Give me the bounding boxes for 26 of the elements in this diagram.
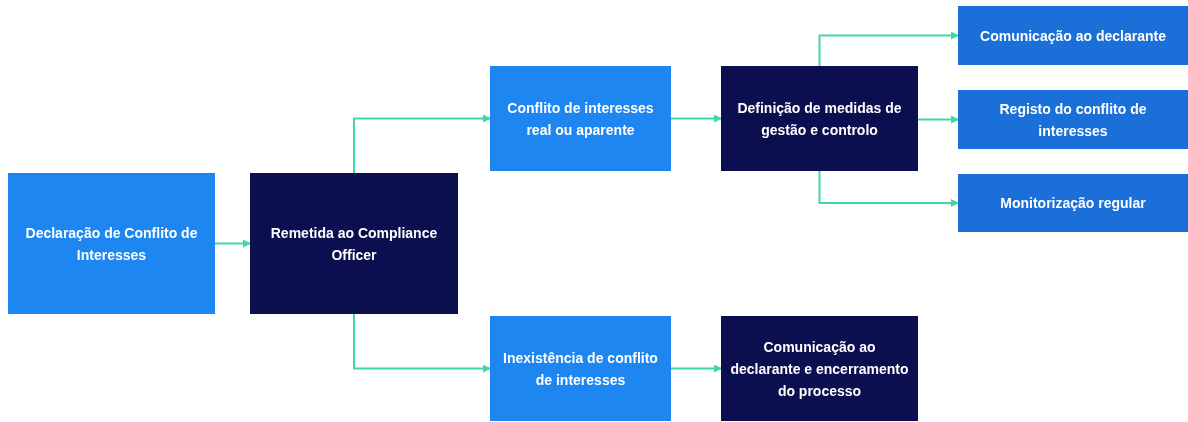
arrow — [670, 364, 722, 373]
process-box — [721, 66, 918, 171]
box-label: Declaração de Conflito de Interesses — [24, 223, 199, 265]
process-box — [958, 90, 1188, 149]
box-label: Remetida ao Compliance Officer — [269, 223, 439, 265]
arrow — [818, 170, 959, 207]
process-box — [721, 316, 918, 421]
box-label: Registo do conflito de interesses — [998, 99, 1148, 141]
process-box — [8, 173, 215, 314]
box-label: Monitorização regular — [1000, 194, 1146, 213]
box-label: Comunicação ao declarante — [980, 26, 1166, 46]
process-box — [250, 173, 458, 314]
process-box — [490, 316, 671, 421]
box-label: Definição de medidas de gestão e controlo — [736, 98, 903, 140]
box-label: Comunicação ao declarante e encerramento do processo — [729, 337, 910, 401]
arrow — [353, 313, 491, 373]
box-label: Inexistência de conflito de interesses — [502, 348, 659, 390]
arrow — [917, 115, 959, 124]
process-box — [490, 66, 671, 171]
process-box — [958, 6, 1188, 65]
arrow — [353, 114, 491, 174]
process-box — [958, 174, 1188, 232]
arrow — [670, 114, 722, 123]
arrow — [818, 31, 959, 67]
box-label: Conflito de interesses real ou aparente — [506, 98, 655, 140]
arrow — [214, 239, 251, 248]
